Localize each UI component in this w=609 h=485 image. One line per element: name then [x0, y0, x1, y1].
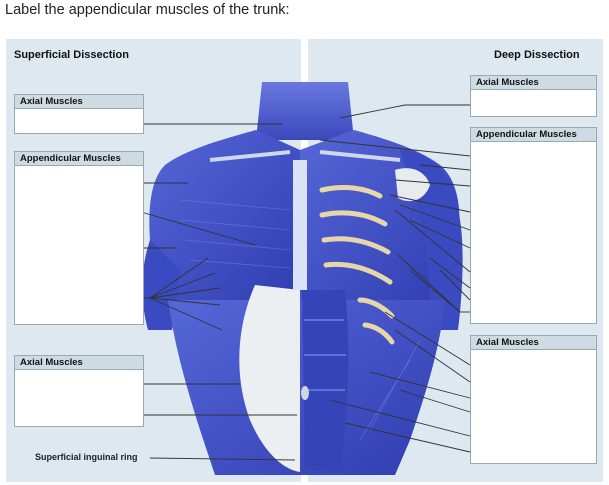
appendicular-muscles-box-left[interactable]: Appendicular Muscles	[14, 151, 144, 325]
clavicle	[209, 150, 291, 162]
deep-dissection-header: Deep Dissection	[494, 49, 580, 61]
superficial-dissection-header: Superficial Dissection	[14, 49, 129, 61]
box-title: Appendicular Muscles	[15, 152, 143, 166]
clavicle-deep	[319, 150, 401, 162]
aponeurosis	[239, 285, 300, 472]
box-title: Axial Muscles	[471, 336, 596, 350]
neck-muscles	[256, 82, 354, 140]
appendicular-muscles-box-right[interactable]: Appendicular Muscles	[470, 127, 597, 324]
axial-muscles-box-top-left[interactable]: Axial Muscles	[14, 94, 144, 134]
left-shoulder	[149, 130, 300, 300]
box-title: Axial Muscles	[15, 95, 143, 109]
box-title: Axial Muscles	[471, 76, 596, 90]
axial-muscles-box-bottom-left[interactable]: Axial Muscles	[14, 355, 144, 427]
sternum	[293, 160, 307, 290]
inguinal-ring-label: Superficial inguinal ring	[35, 452, 138, 462]
box-title: Axial Muscles	[15, 356, 143, 370]
axial-muscles-box-top-right[interactable]: Axial Muscles	[470, 75, 597, 117]
leader-lines	[133, 104, 471, 461]
umbilicus	[301, 386, 309, 400]
axial-muscles-box-bottom-right[interactable]: Axial Muscles	[470, 335, 597, 464]
scapula	[395, 168, 430, 202]
box-title: Appendicular Muscles	[471, 128, 596, 142]
ribs	[319, 185, 395, 345]
question-text: Label the appendicular muscles of the tr…	[5, 2, 290, 18]
rectus-abdominis	[302, 290, 349, 470]
